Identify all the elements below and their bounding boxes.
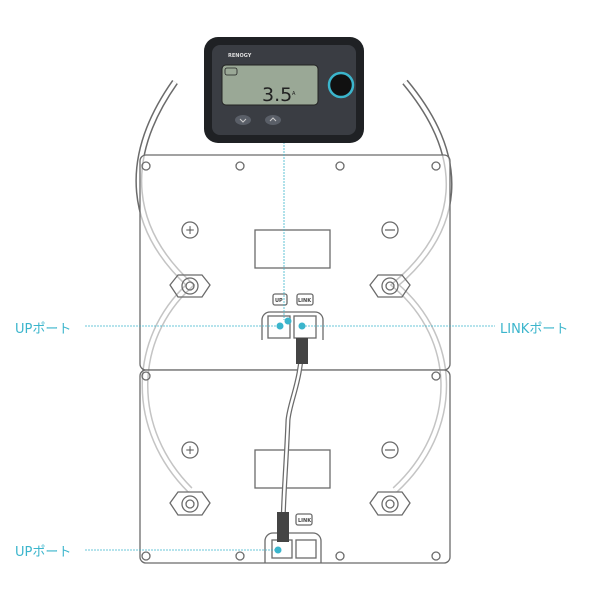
link-port-tag: LINK — [298, 298, 312, 304]
cable-connector-bottom — [277, 512, 289, 542]
cable-connector — [296, 338, 308, 364]
monitor-power-button — [327, 71, 355, 99]
up-port-tag: UP — [275, 298, 283, 304]
up-button-icon — [265, 115, 281, 125]
battery-monitor — [204, 37, 364, 143]
current-unit: A — [292, 91, 296, 97]
callout-top-link-port: LINKポート — [500, 322, 569, 337]
battery-icon — [224, 67, 238, 76]
down-button-icon — [235, 115, 251, 125]
brand-logo: RENOGY — [228, 53, 252, 59]
battery-bottom: + — [139, 161, 451, 564]
callout-bottom-up-port: UPポート — [15, 545, 72, 560]
link-port-tag-bottom: LINK — [298, 518, 312, 524]
svg-text:+: + — [185, 223, 195, 237]
callout-top-up-port: UPポート — [15, 322, 72, 337]
svg-text:+: + — [185, 443, 195, 457]
battery-top: + — [139, 154, 451, 371]
current-reading: 3.5 — [262, 84, 292, 106]
